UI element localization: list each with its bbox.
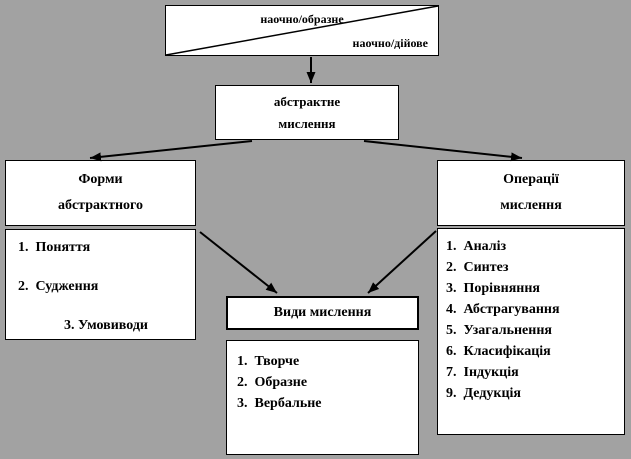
list-item: 3. Умовиводи [64,318,148,333]
list-item: 3. Порівняння [446,281,540,296]
list-item: 2. Образне [237,375,308,390]
visual-thinking-box: наочно/образне наочно/дійове [165,5,439,56]
operations-line1: Операції [503,172,559,187]
visual-figurative-label: наочно/образне [260,12,344,26]
list-item: 4. Абстрагування [446,302,560,317]
list-item: 2. Синтез [446,260,509,275]
list-item: 7. Індукція [446,365,519,380]
forms-line2: абстрактного [57,198,144,213]
types-list: 1. Творче 2. Образне 3. Вербальне [226,340,419,455]
operations-line2: мислення [500,198,562,213]
abstract-thinking-line1: абстрактне [273,93,341,109]
abstract-thinking-box: абстрактне мислення [215,85,399,140]
list-item: 5. Узагальнення [446,323,552,338]
list-item: 1. Аналіз [446,239,507,254]
types-of-thinking-box: Види мислення [226,296,419,330]
abstract-thinking-line2: мислення [278,115,336,131]
list-item: 9. Дедукція [446,386,522,401]
arrow-forms-to-types [199,231,278,294]
arrow-abstract-to-forms [89,140,253,162]
forms-line1: Форми [78,172,123,187]
forms-of-abstract-box: Форми абстрактного [5,160,196,226]
list-item: 6. Класифікація [446,344,551,359]
list-item: 3. Вербальне [237,396,322,411]
forms-list: 1. Поняття 2. Судження 3. Умовиводи [5,229,196,340]
list-item: 1. Творче [237,354,300,369]
arrow-abstract-to-operations [363,140,523,162]
operations-of-thinking-box: Операції мислення [437,160,625,226]
operations-list: 1. Аналіз 2. Синтез 3. Порівняння 4. Абс… [437,228,625,435]
visual-action-label: наочно/дійове [352,36,428,50]
types-of-thinking-label: Види мислення [273,305,372,320]
list-item: 2. Судження [18,279,99,294]
list-item: 1. Поняття [18,240,91,255]
arrow-operations-to-types [367,230,437,294]
